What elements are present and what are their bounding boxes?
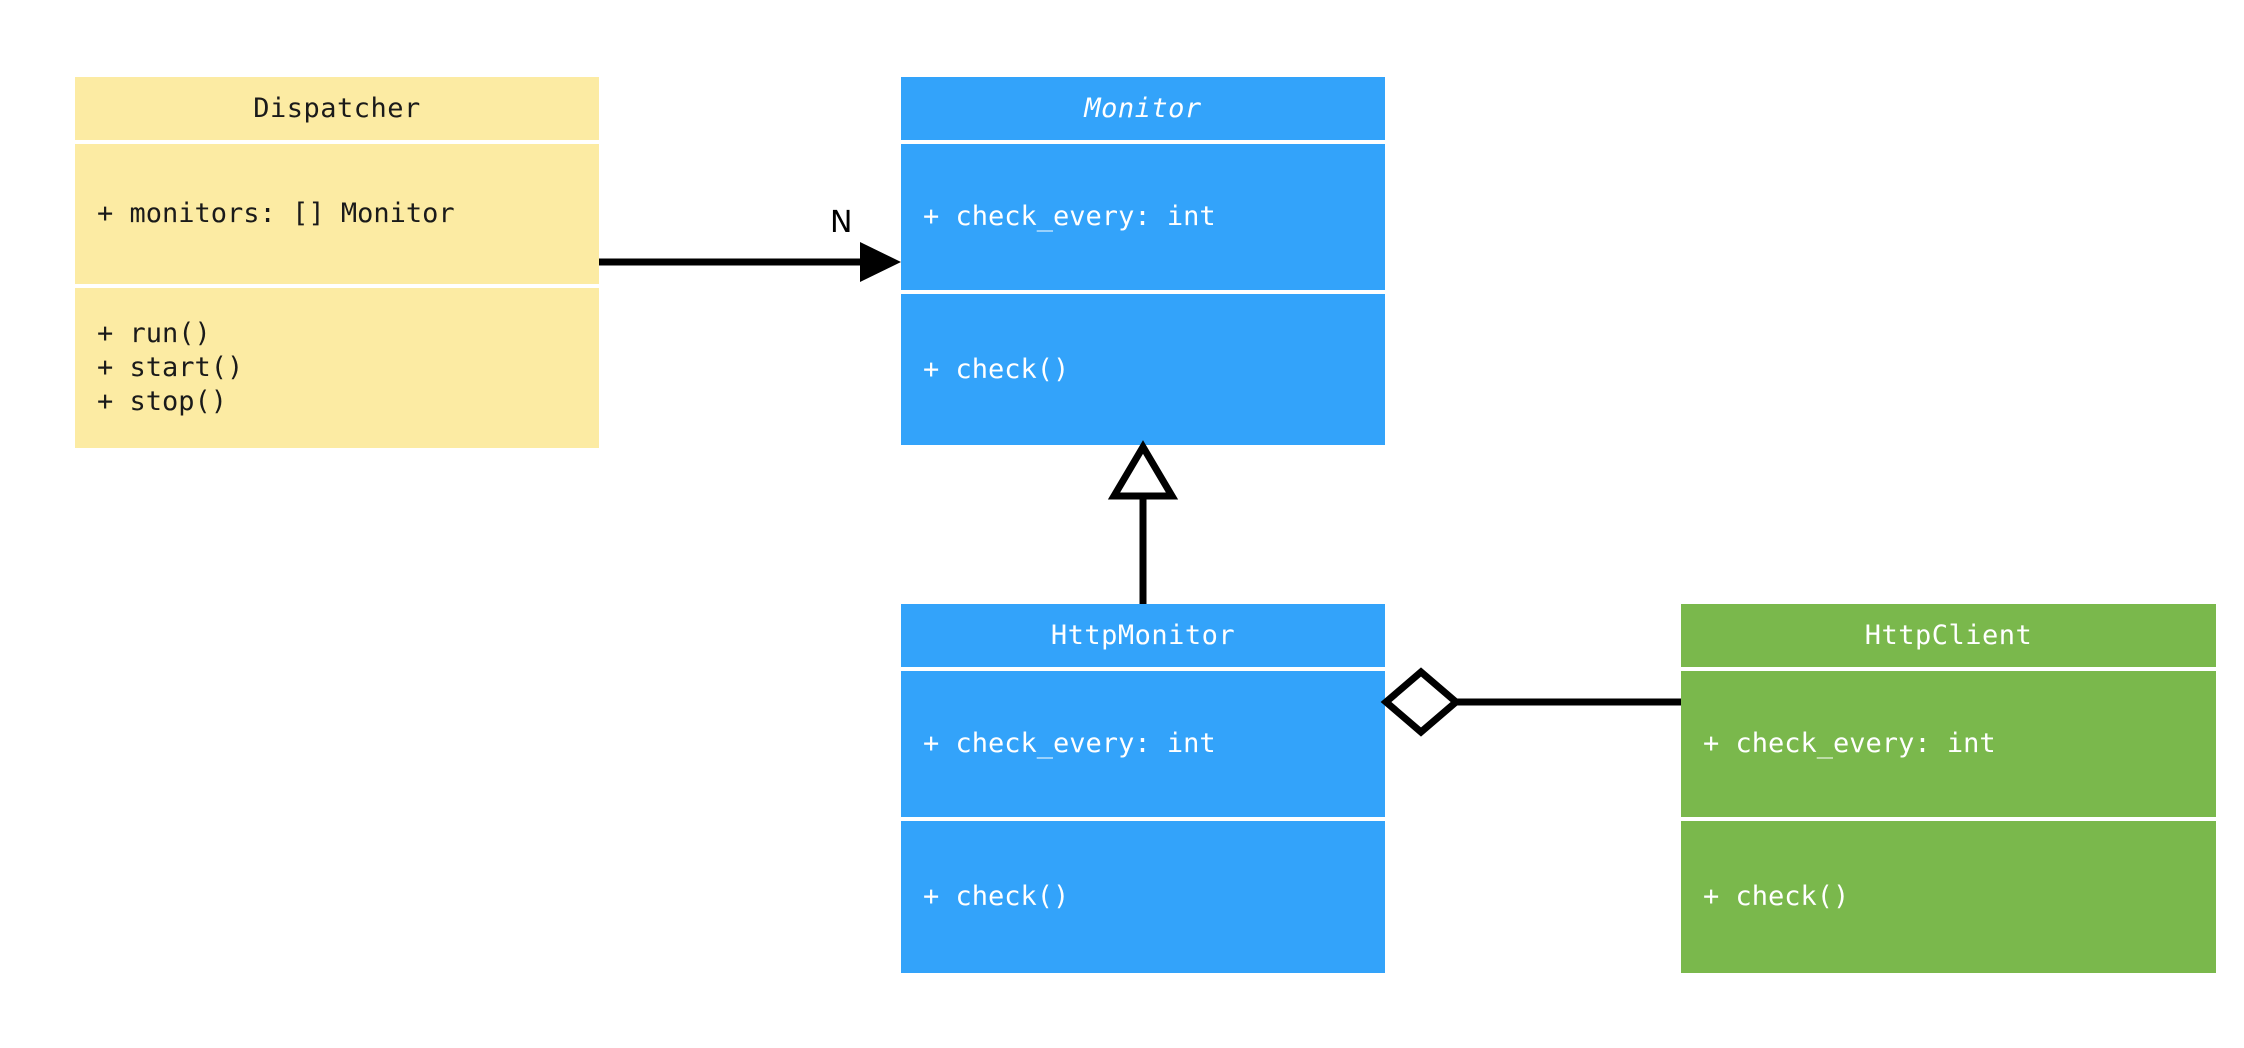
class-attributes-http-client: + check_every: int [1681, 667, 2216, 817]
class-box-http-client[interactable]: HttpClient + check_every: int + check() [1681, 604, 2216, 973]
attribute-row: + check_every: int [923, 728, 1216, 759]
hollow-triangle-icon [1107, 440, 1179, 500]
method-row: + check() [1703, 881, 1850, 912]
class-box-dispatcher[interactable]: Dispatcher + monitors: [] Monitor + run(… [75, 77, 599, 448]
class-box-http-monitor[interactable]: HttpMonitor + check_every: int + check() [901, 604, 1385, 973]
attribute-row: + check_every: int [923, 201, 1216, 232]
method-row: + check() [923, 881, 1070, 912]
association-multiplicity-label: N [830, 205, 853, 240]
class-methods-monitor: + check() [901, 290, 1385, 445]
connector-http-monitor-to-http-client [1380, 667, 1681, 737]
hollow-diamond-icon [1380, 667, 1462, 737]
class-methods-http-monitor: + check() [901, 817, 1385, 973]
class-title-dispatcher: Dispatcher [253, 93, 421, 124]
connector-dispatcher-to-monitor [599, 242, 901, 282]
class-title-http-client: HttpClient [1864, 620, 2033, 651]
class-attributes-http-monitor: + check_every: int [901, 667, 1385, 817]
method-row: + run() [97, 318, 211, 349]
connector-http-monitor-to-monitor [1107, 440, 1179, 604]
method-row: + stop() [97, 386, 228, 417]
class-attributes-monitor: + check_every: int [901, 140, 1385, 290]
class-title-http-monitor: HttpMonitor [1050, 620, 1236, 651]
attribute-row: + monitors: [] Monitor [97, 198, 455, 229]
class-methods-dispatcher: + run() + start() + stop() [75, 284, 599, 448]
class-attributes-dispatcher: + monitors: [] Monitor [75, 140, 599, 284]
class-methods-http-client: + check() [1681, 817, 2216, 973]
filled-arrowhead-icon [860, 242, 901, 282]
class-box-monitor[interactable]: Monitor + check_every: int + check() [901, 77, 1385, 445]
method-row: + start() [97, 352, 244, 383]
class-title-monitor: Monitor [1084, 93, 1202, 124]
attribute-row: + check_every: int [1703, 728, 1996, 759]
method-row: + check() [923, 353, 1070, 385]
